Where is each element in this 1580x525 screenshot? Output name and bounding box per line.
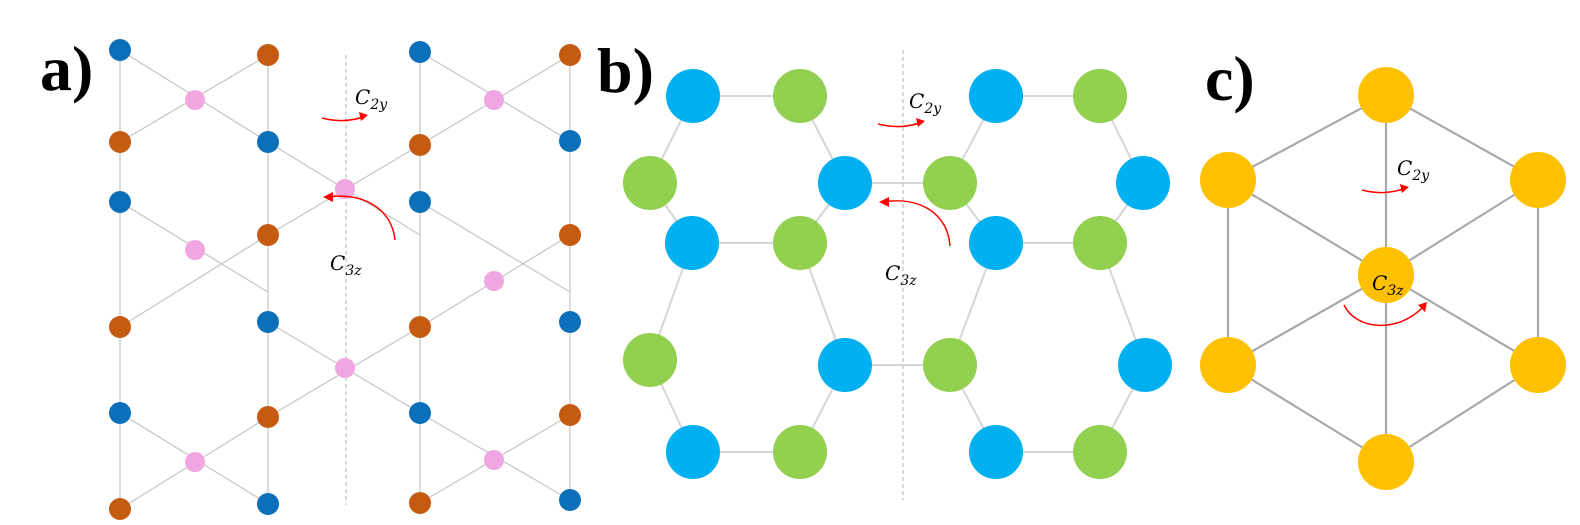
panel-b-c2y-label: C2y bbox=[909, 89, 942, 117]
site-blue bbox=[666, 69, 720, 123]
site-orange bbox=[559, 44, 581, 66]
site-green bbox=[623, 333, 677, 387]
panel-b-c2y-arrow bbox=[877, 118, 925, 128]
site-blue bbox=[109, 402, 131, 424]
site-blue bbox=[969, 216, 1023, 270]
site-orange bbox=[109, 498, 131, 520]
panel-a-c2y-label: C2y bbox=[355, 85, 388, 113]
site-yellow bbox=[1358, 434, 1414, 490]
site-yellow-center bbox=[1358, 247, 1414, 303]
panel-a-c3z-arrow bbox=[323, 192, 396, 241]
panel-a-sites bbox=[109, 39, 581, 520]
site-yellow bbox=[1200, 337, 1256, 393]
site-orange bbox=[409, 316, 431, 338]
site-orange bbox=[409, 134, 431, 156]
site-yellow bbox=[1510, 337, 1566, 393]
site-green bbox=[923, 156, 977, 210]
panel-b-c3z-label: C3z bbox=[885, 261, 917, 289]
site-green bbox=[923, 338, 977, 392]
site-blue bbox=[559, 130, 581, 152]
site-blue bbox=[818, 156, 872, 210]
site-blue bbox=[109, 39, 131, 61]
panel-c-sites bbox=[1200, 67, 1566, 490]
site-blue bbox=[969, 425, 1023, 479]
site-green bbox=[773, 69, 827, 123]
site-pink bbox=[185, 452, 205, 472]
panel-c-c3z-label: C3z bbox=[1372, 271, 1404, 299]
panel-b-c3z-arrow bbox=[879, 197, 951, 247]
panel-c-bonds bbox=[1226, 94, 1540, 463]
panel-b-sites bbox=[623, 69, 1172, 479]
site-green bbox=[623, 156, 677, 210]
site-orange bbox=[257, 406, 279, 428]
site-blue bbox=[665, 216, 719, 270]
site-yellow bbox=[1200, 152, 1256, 208]
site-blue bbox=[409, 402, 431, 424]
site-orange bbox=[559, 404, 581, 426]
site-blue bbox=[1116, 156, 1170, 210]
site-orange bbox=[109, 131, 131, 153]
site-blue bbox=[666, 425, 720, 479]
site-blue bbox=[559, 489, 581, 511]
site-blue bbox=[257, 131, 279, 153]
panel-a-label: a) bbox=[40, 33, 93, 104]
panel-a-c2y-arrow bbox=[321, 112, 368, 122]
panel-c: c) C2y C3z bbox=[1200, 43, 1566, 490]
site-orange bbox=[559, 224, 581, 246]
site-pink bbox=[484, 90, 504, 110]
panel-a-c3z-label: C3z bbox=[330, 251, 362, 279]
site-blue bbox=[257, 311, 279, 333]
panel-c-label: c) bbox=[1205, 43, 1255, 114]
site-green bbox=[1073, 425, 1127, 479]
site-orange bbox=[109, 316, 131, 338]
panel-b: b) C2y C3z bbox=[597, 35, 1172, 500]
site-green bbox=[773, 216, 827, 270]
site-yellow bbox=[1510, 152, 1566, 208]
site-pink bbox=[484, 271, 504, 291]
site-green bbox=[1073, 69, 1127, 123]
site-orange bbox=[257, 224, 279, 246]
panel-b-label: b) bbox=[597, 35, 654, 106]
panel-c-c2y-label: C2y bbox=[1397, 156, 1430, 184]
site-orange bbox=[257, 44, 279, 66]
site-pink bbox=[185, 240, 205, 260]
site-blue bbox=[1118, 338, 1172, 392]
site-pink bbox=[484, 450, 504, 470]
site-blue bbox=[559, 311, 581, 333]
site-blue bbox=[109, 191, 131, 213]
site-blue bbox=[969, 69, 1023, 123]
site-blue bbox=[409, 41, 431, 63]
site-pink bbox=[185, 90, 205, 110]
panel-c-c3z-arrow bbox=[1343, 302, 1427, 327]
site-pink bbox=[335, 358, 355, 378]
site-green bbox=[1073, 216, 1127, 270]
site-blue bbox=[818, 338, 872, 392]
panel-a: a) C2y C3z bbox=[40, 33, 581, 520]
site-green bbox=[773, 425, 827, 479]
site-yellow bbox=[1358, 67, 1414, 123]
panel-c-c2y-arrow bbox=[1361, 184, 1409, 194]
site-pink bbox=[335, 179, 355, 199]
site-blue bbox=[257, 493, 279, 515]
site-blue bbox=[409, 191, 431, 213]
site-orange bbox=[409, 492, 431, 514]
